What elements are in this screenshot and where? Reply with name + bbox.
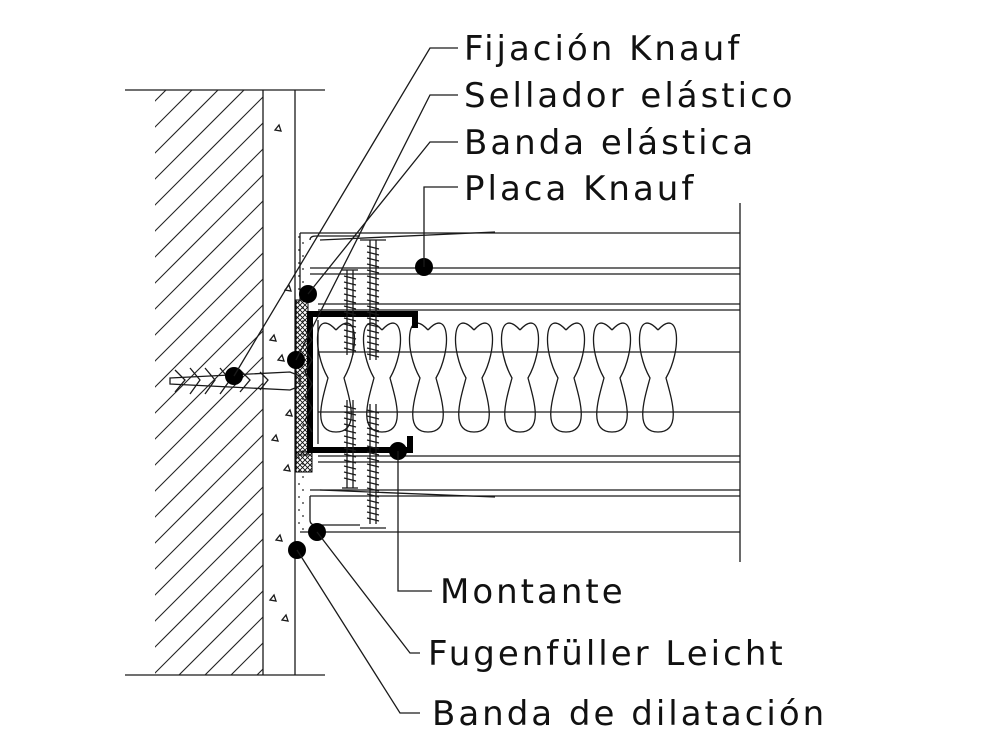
label-banda-dilatacion: Banda de dilatación: [432, 694, 827, 734]
plaster-aggregate: [276, 353, 285, 362]
wall-hatch-line: [335, 75, 935, 675]
label-placa-knauf: Placa Knauf: [464, 169, 696, 209]
screw: [366, 404, 380, 524]
drywall-screws: [342, 239, 386, 529]
leader-dots: [225, 258, 433, 559]
plaster-aggregate: [268, 593, 277, 602]
wall-hatch-line: [155, 486, 263, 596]
plaster-aggregate: [270, 433, 279, 442]
plaster-aggregate: [282, 463, 291, 472]
label-sellador-elastico: Sellador elástico: [464, 76, 796, 116]
screw: [366, 240, 380, 360]
metal-stud: [307, 311, 418, 453]
elastic-band-strip: [295, 299, 309, 456]
wall-hatch-line: [155, 90, 245, 180]
plaster-aggregate: [284, 408, 293, 417]
wall-hatch-line: [155, 304, 263, 414]
elastic-sealant-bottom: [295, 451, 313, 473]
plaster-layer: [262, 90, 296, 675]
label-banda-elastica: Banda elástica: [464, 123, 756, 163]
label-montante: Montante: [440, 572, 626, 612]
leader-lines: [233, 47, 458, 714]
wall-hatch-line: [155, 538, 263, 648]
plaster-aggregate: [273, 123, 282, 132]
wall-hatch-line: [155, 122, 263, 232]
screw: [343, 270, 357, 355]
label-fijacion-knauf: Fijación Knauf: [464, 29, 742, 69]
wool-loop: [500, 322, 540, 433]
wall-hatch-line: [155, 90, 193, 128]
label-fugenfuller-leicht: Fugenfüller Leicht: [428, 634, 786, 674]
wool-loop: [316, 322, 356, 433]
wall-hatch-line: [155, 226, 263, 336]
wall-hatch-line: [155, 90, 219, 154]
plaster-aggregate: [268, 333, 277, 342]
wall-hatch-line: [155, 148, 263, 258]
wool-loop: [408, 322, 448, 433]
stud-web-detail: [304, 320, 319, 444]
plaster-aggregate: [280, 613, 289, 622]
plaster-aggregate: [274, 533, 283, 542]
wool-loop: [592, 322, 632, 433]
wool-loop: [638, 322, 678, 433]
wool-loop: [546, 322, 586, 433]
wall-hatch-line: [155, 96, 263, 206]
screw: [343, 400, 357, 488]
wall-hatch-line: [155, 90, 167, 102]
wall-hatch-line: [0, 75, 155, 675]
wool-loop: [454, 322, 494, 433]
wall-hatch-line: [155, 512, 263, 622]
insulation-wool: [316, 322, 740, 433]
gypsum-boards: [299, 203, 741, 562]
wall-hatch-line: [155, 278, 263, 388]
wall-hatch-line: [155, 564, 263, 674]
wool-loop: [362, 322, 402, 433]
